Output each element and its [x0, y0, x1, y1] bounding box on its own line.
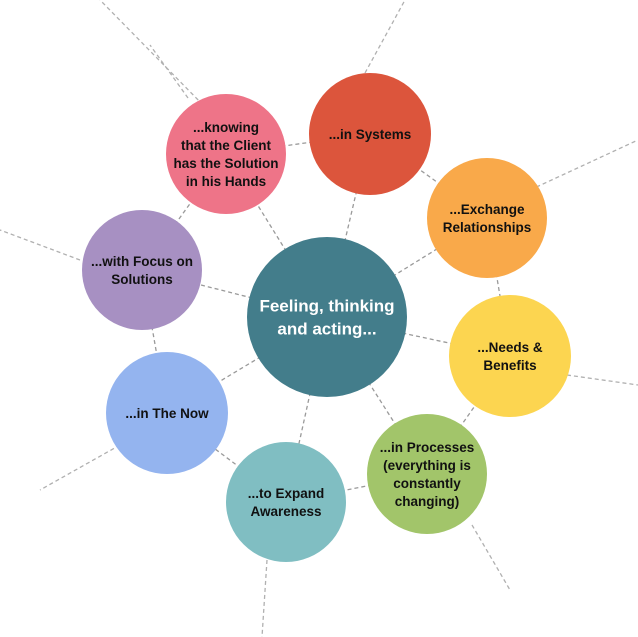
node-label-line: Benefits — [483, 358, 536, 373]
center-label: Feeling, thinking and acting... — [259, 297, 394, 339]
node-label-focus-solutions: ...with Focus on Solutions — [91, 254, 193, 287]
node-client-solution: ...knowing that the Client has the Solutio… — [166, 94, 286, 214]
center-label-line: Feeling, thinking — [259, 297, 394, 316]
node-label-line: has the Solution — [173, 156, 278, 171]
outer-line — [99, 0, 209, 111]
outer-line — [149, 44, 189, 99]
node-the-now: ...in The Now — [106, 352, 228, 474]
outer-line — [566, 374, 638, 386]
node-label-the-now: ...in The Now — [125, 406, 209, 421]
node-label-line: ...with Focus on — [91, 254, 193, 269]
node-label-line: Solutions — [111, 272, 173, 287]
center-label-line: and acting... — [277, 320, 376, 339]
node-circle-the-now — [106, 352, 228, 474]
outer-line — [39, 444, 121, 491]
node-label-systems: ...in Systems — [329, 127, 412, 142]
center-node: Feeling, thinking and acting... — [247, 237, 407, 397]
node-label-line: changing) — [395, 494, 460, 509]
center-circle — [247, 237, 407, 397]
outer-line — [471, 524, 511, 591]
node-processes: ...in Processes (everything is constantly c… — [367, 414, 487, 534]
outer-line — [0, 229, 81, 261]
node-label-needs-benefits: ...Needs & Benefits — [477, 340, 543, 373]
node-label-line: in his Hands — [186, 174, 266, 189]
node-systems: ...in Systems — [309, 73, 431, 195]
node-label-line: ...knowing — [193, 120, 259, 135]
outer-line — [364, 0, 406, 74]
node-label-processes: ...in Processes (everything is constantly c… — [380, 440, 475, 509]
diagram-nodes: Feeling, thinking and acting... ...in Sys… — [82, 73, 571, 562]
node-label-line: ...Exchange — [449, 202, 525, 217]
node-circle-expand-awareness — [226, 442, 346, 562]
node-label-line: ...in Processes — [380, 440, 475, 455]
node-label-client-solution: ...knowing that the Client has the Solutio… — [173, 120, 278, 189]
outer-line — [261, 559, 268, 637]
node-label-line: ...in Systems — [329, 127, 412, 142]
node-circle-client-solution — [166, 94, 286, 214]
node-label-line: ...in The Now — [125, 406, 209, 421]
node-label-line: constantly — [393, 476, 461, 491]
node-circle-focus-solutions — [82, 210, 202, 330]
node-circle-exchange-relationships — [427, 158, 547, 278]
node-needs-benefits: ...Needs & Benefits — [449, 295, 571, 417]
node-label-line: that the Client — [181, 138, 272, 153]
node-label-line: ...Needs & — [477, 340, 543, 355]
node-circle-needs-benefits — [449, 295, 571, 417]
node-circle-processes — [367, 414, 487, 534]
outer-line — [529, 139, 638, 191]
node-label-line: (everything is — [383, 458, 471, 473]
node-circle-systems — [309, 73, 431, 195]
node-label-line: Relationships — [443, 220, 532, 235]
node-focus-solutions: ...with Focus on Solutions — [82, 210, 202, 330]
node-label-line: Awareness — [250, 504, 321, 519]
node-label-line: ...to Expand — [248, 486, 325, 501]
